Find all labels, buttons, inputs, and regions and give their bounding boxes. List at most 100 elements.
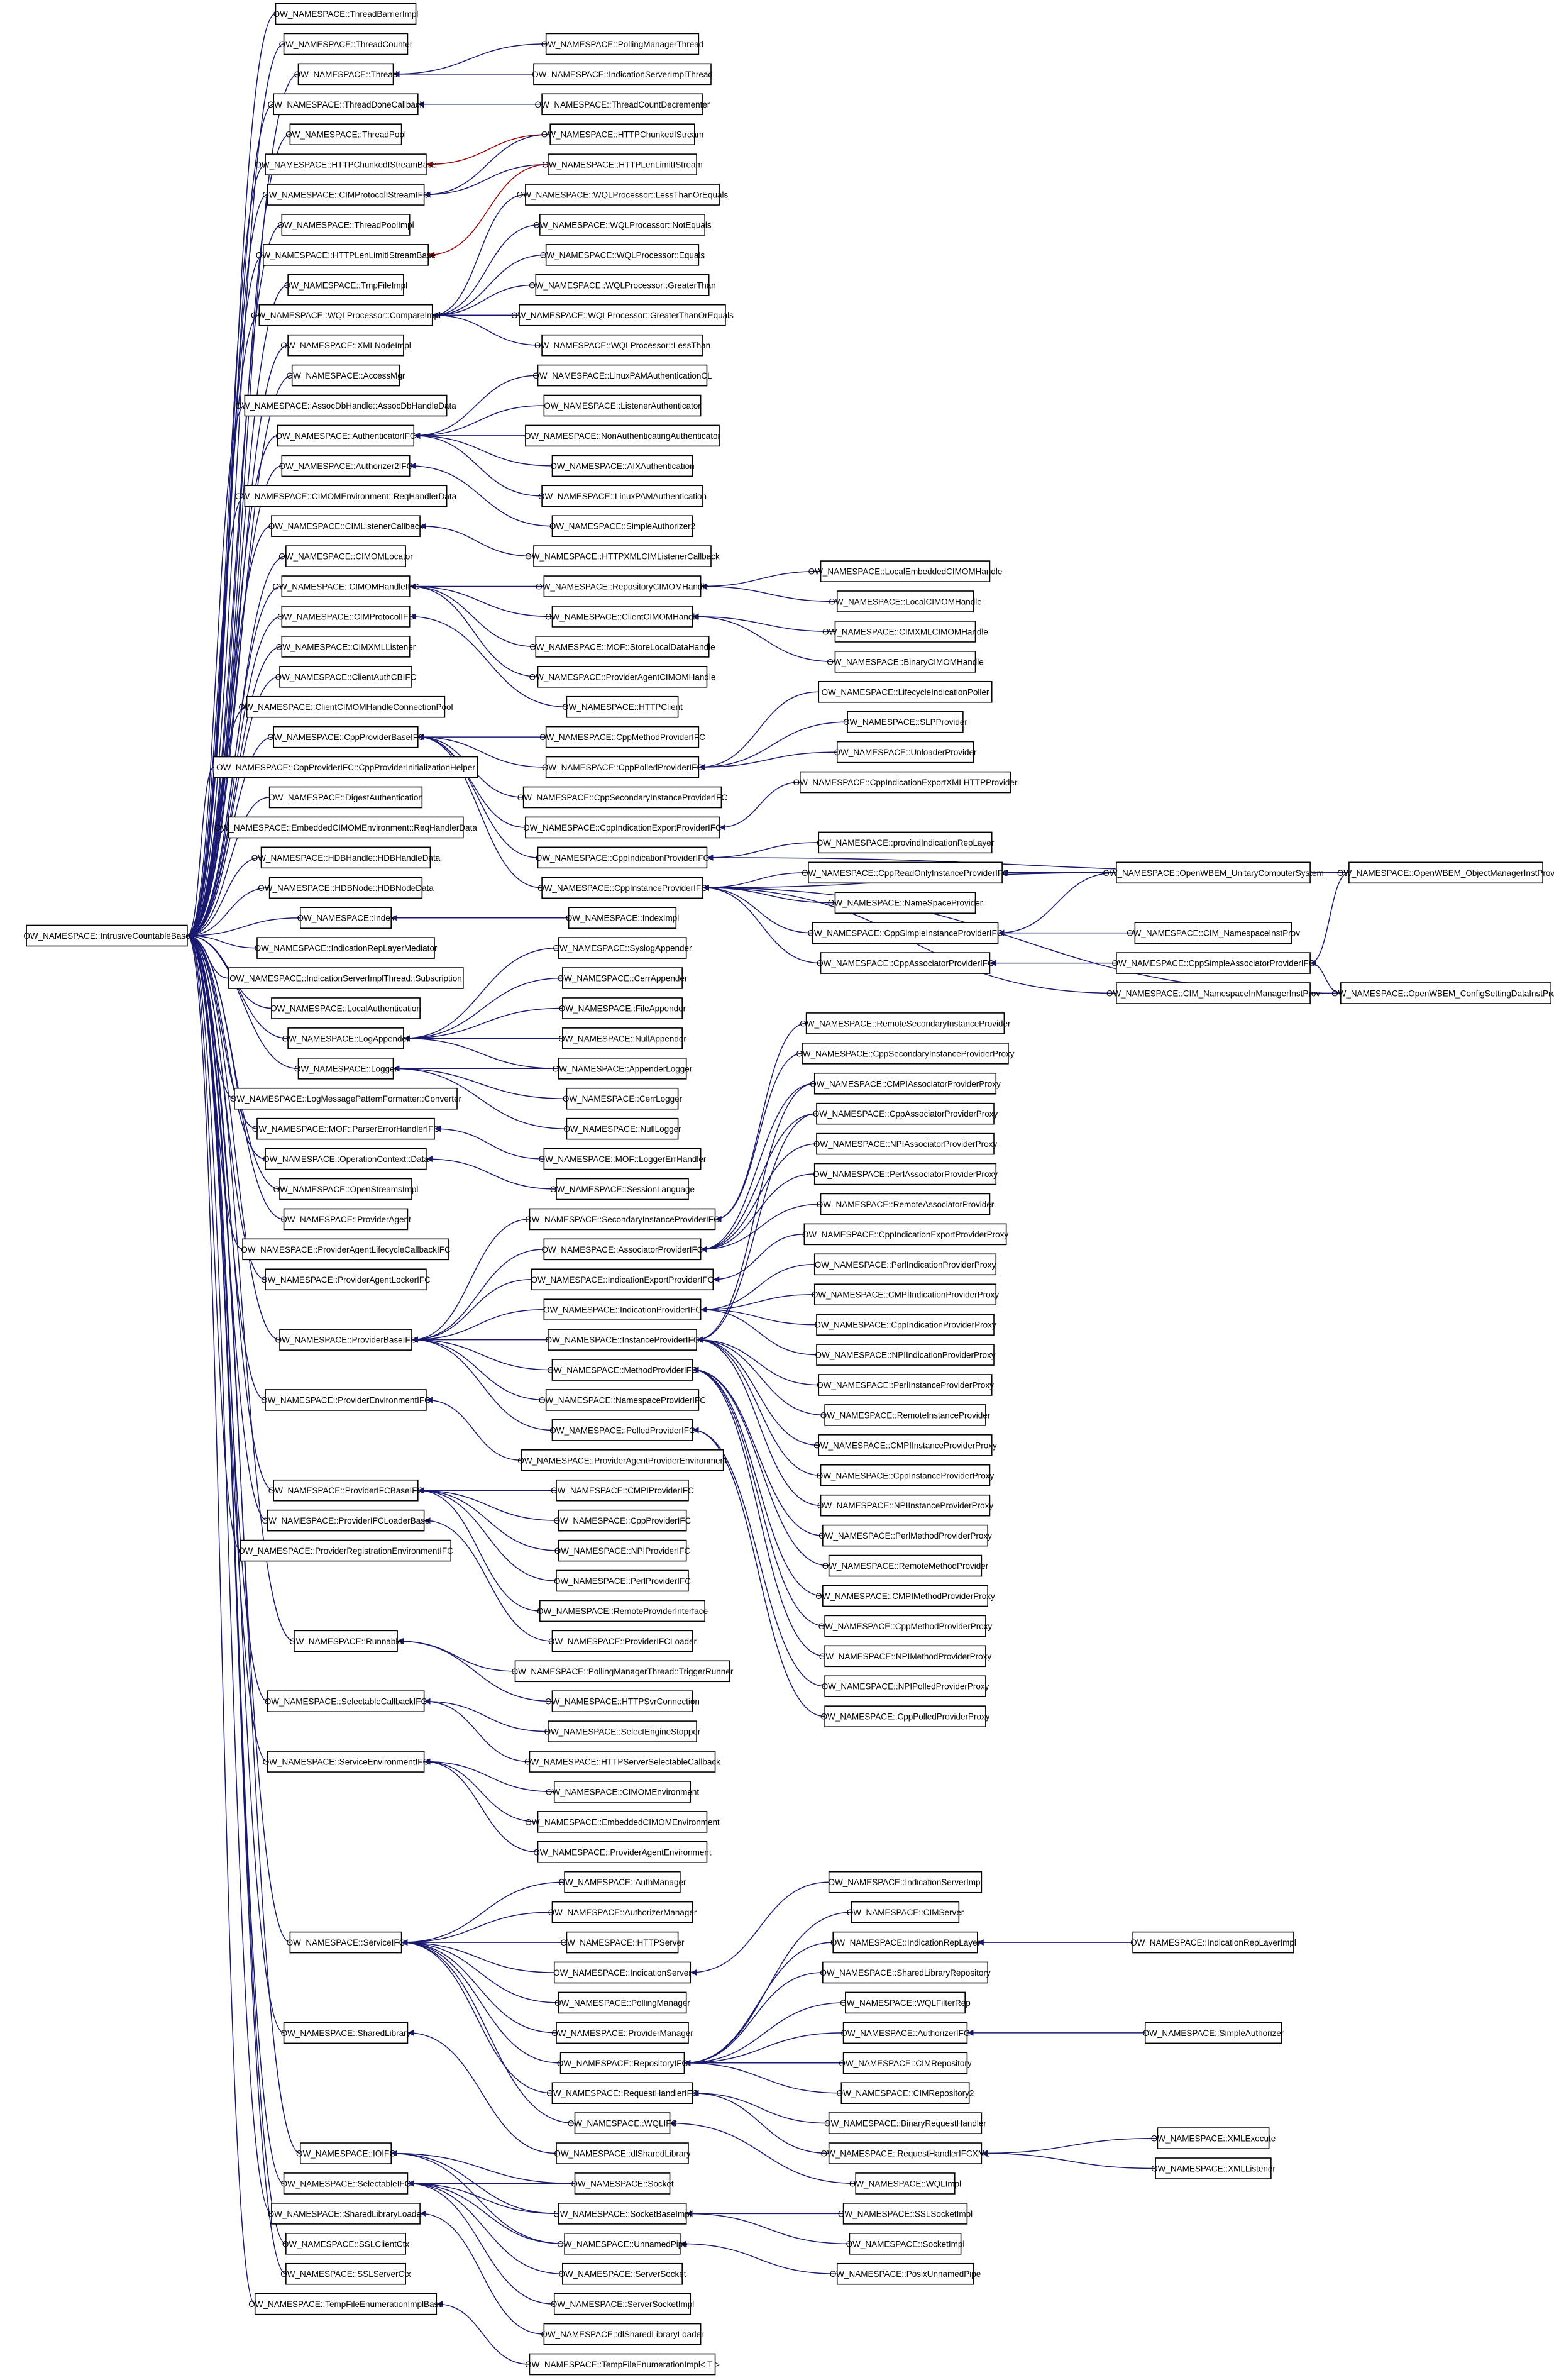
class-node[interactable]: OW_NAMESPACE::WQLProcessor::LessThan [534,334,710,357]
class-node[interactable]: OW_NAMESPACE::IndicationServerImplThread [532,63,713,86]
class-node[interactable]: OW_NAMESPACE::CppMethodProviderIFC [539,726,705,748]
class-node[interactable]: OW_NAMESPACE::FileAppender [559,997,686,1019]
class-node[interactable]: OW_NAMESPACE::PerlInstanceProviderProxy [817,1374,994,1396]
class-node[interactable]: OW_NAMESPACE::LocalCIMOMHandle [829,590,982,612]
class-node[interactable]: OW_NAMESPACE::OperationContext::Data [263,1148,429,1170]
class-node[interactable]: OW_NAMESPACE::ProviderBaseIFC [275,1329,417,1351]
class-node[interactable]: OW_NAMESPACE::CppAssociatorProviderProxy [813,1102,998,1125]
class-node[interactable]: OW_NAMESPACE::SharedLibraryLoader [268,2203,424,2225]
class-node[interactable]: OW_NAMESPACE::AuthorizerManager [548,1901,697,1923]
class-node[interactable]: OW_NAMESPACE::RequestHandlerIFC [546,2082,698,2104]
class-node[interactable]: OW_NAMESPACE::AuthManager [558,1871,686,1893]
class-node[interactable]: OW_NAMESPACE::SelectEngineStopper [544,1720,701,1742]
class-node[interactable]: OW_NAMESPACE::CMPIIndicationProviderProx… [812,1283,1000,1306]
class-node[interactable]: OW_NAMESPACE::CIMProtocolIStreamIFC [262,184,429,206]
class-node[interactable]: OW_NAMESPACE::ProviderManager [551,2022,693,2044]
class-node[interactable]: OW_NAMESPACE::RemoteMethodProvider [822,1554,989,1577]
class-node[interactable]: OW_NAMESPACE::ThreadPoolImpl [277,214,414,236]
class-node[interactable]: OW_NAMESPACE::PollingManagerThread::Trig… [512,1660,734,1683]
class-node[interactable]: OW_NAMESPACE::WQLProcessor::GreaterThanO… [511,304,734,326]
class-node[interactable]: OW_NAMESPACE::RemoteProviderInterface [537,1600,708,1622]
class-node[interactable]: OW_NAMESPACE::EmbeddedCIMOMEnvironment::… [214,816,477,839]
class-node[interactable]: OW_NAMESPACE::SSLServerCtx [280,2262,411,2285]
class-node[interactable]: OW_NAMESPACE::AssocDbHandle::AssocDbHand… [235,394,456,417]
class-node[interactable]: OW_NAMESPACE::LinuxPAMAuthentication [538,485,707,507]
class-node[interactable]: OW_NAMESPACE::CIM_NamespaceInstProv [1127,922,1300,944]
class-node[interactable]: OW_NAMESPACE::SelectableIFC [281,2172,411,2195]
class-node[interactable]: OW_NAMESPACE::ServiceEnvironmentIFC [263,1751,429,1773]
class-node[interactable]: OW_NAMESPACE::Authorizer2IFC [279,455,413,477]
class-node[interactable]: OW_NAMESPACE::ProviderAgentEnvironment [533,1841,712,1863]
class-node[interactable]: OW_NAMESPACE::CppIndicationExportProvide… [802,1223,1009,1246]
class-node[interactable]: OW_NAMESPACE::ProviderAgentCIMOMHandle [529,666,716,688]
class-node[interactable]: OW_NAMESPACE::SocketImpl [846,2233,965,2255]
class-node[interactable]: OW_NAMESPACE::PerlIndicationProviderProx… [813,1253,997,1276]
class-node[interactable]: OW_NAMESPACE::ProviderIFCLoaderBase [262,1509,430,1532]
class-node[interactable]: OW_NAMESPACE::AssociatorProviderIFC [541,1238,703,1261]
class-node[interactable]: OW_NAMESPACE::UnloaderProvider [834,741,977,763]
class-node[interactable]: OW_NAMESPACE::ProviderAgentLifecycleCall… [241,1238,451,1261]
class-node[interactable]: OW_NAMESPACE::CIMXMLCIMOMHandle [822,621,988,643]
class-node[interactable]: OW_NAMESPACE::WQLProcessor::Equals [540,244,705,266]
class-node[interactable]: OW_NAMESPACE::OpenWBEM_ObjectManagerInst… [1337,861,1554,884]
class-node[interactable]: OW_NAMESPACE::CppMethodProviderProxy [818,1615,993,1637]
class-node[interactable]: OW_NAMESPACE::NullLogger [563,1117,681,1140]
class-node[interactable]: OW_NAMESPACE::OpenStreamsImpl [273,1178,419,1200]
class-node[interactable]: OW_NAMESPACE::MethodProviderIFC [547,1359,698,1381]
class-node[interactable]: OW_NAMESPACE::HTTPServer [560,1931,685,1954]
class-node[interactable]: OW_NAMESPACE::CppInstanceProviderProxy [817,1464,995,1486]
class-node[interactable]: OW_NAMESPACE::NameSpaceProvider [828,892,983,914]
class-node[interactable]: OW_NAMESPACE::SessionLanguage [550,1178,695,1200]
class-node[interactable]: OW_NAMESPACE::NPIProviderIFC [554,1539,691,1562]
class-node[interactable]: OW_NAMESPACE::CppPolledProviderIFC [542,756,703,778]
class-node[interactable]: OW_NAMESPACE::RemoteInstanceProvider [820,1404,991,1426]
class-node[interactable]: OW_NAMESPACE::PerlAssociatorProviderProx… [813,1163,998,1185]
class-node[interactable]: OW_NAMESPACE::NPIMethodProviderProxy [819,1645,992,1668]
class-node[interactable]: OW_NAMESPACE::CIMOMLocator [278,545,413,567]
class-node[interactable]: OW_NAMESPACE::HTTPLenLimitIStream [542,153,703,175]
class-node[interactable]: OW_NAMESPACE::EmbeddedCIMOMEnvironment [525,1811,720,1833]
class-node[interactable]: OW_NAMESPACE::DigestAuthentication [268,786,423,809]
class-node[interactable]: OW_NAMESPACE::RepositoryCIMOMHandle [536,575,709,597]
class-node[interactable]: OW_NAMESPACE::CIM_NamespaceInManagerInst… [1106,982,1321,1004]
class-node[interactable]: OW_NAMESPACE::CppSecondaryInstanceProvid… [517,786,728,809]
class-node[interactable]: OW_NAMESPACE::CppPolledProviderProxy [820,1705,990,1727]
class-node[interactable]: OW_NAMESPACE::CppInstanceProviderIFC [537,877,707,899]
class-node[interactable]: OW_NAMESPACE::XMLExecute [1151,2127,1276,2149]
class-node[interactable]: OW_NAMESPACE::HTTPSvrConnection [545,1690,700,1712]
class-node[interactable]: OW_NAMESPACE::Socket [571,2172,674,2195]
class-node[interactable]: OW_NAMESPACE::TempFileEnumerationImplBas… [248,2293,443,2315]
class-node[interactable]: OW_NAMESPACE::IntrusiveCountableBase [23,924,190,947]
class-node[interactable]: OW_NAMESPACE::NPIPolledProviderProxy [822,1675,989,1698]
class-node[interactable]: OW_NAMESPACE::ServerSocketImpl [551,2293,695,2315]
class-node[interactable]: OW_NAMESPACE::OpenWBEM_ConfigSettingData… [1331,982,1554,1004]
class-node[interactable]: OW_NAMESPACE::IndicationExportProviderIF… [531,1268,714,1291]
class-node[interactable]: OW_NAMESPACE::CIMXMLListener [276,636,416,658]
class-node[interactable]: OW_NAMESPACE::IndicationServerImplThread… [228,967,464,989]
class-node[interactable]: OW_NAMESPACE::TempFileEnumerationImpl< T… [525,2353,720,2376]
class-node[interactable]: OW_NAMESPACE::LocalAuthentication [270,997,421,1019]
class-node[interactable]: OW_NAMESPACE::CppIndicationProviderProxy [814,1314,996,1336]
class-node[interactable]: OW_NAMESPACE::WQLProcessor::LessThanOrEq… [517,184,729,206]
class-node[interactable]: OW_NAMESPACE::CppProviderIFC [554,1509,692,1532]
class-node[interactable]: OW_NAMESPACE::HTTPClient [562,695,683,718]
class-node[interactable]: OW_NAMESPACE::UnnamedPipe [557,2233,688,2255]
class-node[interactable]: OW_NAMESPACE::WQLImpl [849,2172,961,2195]
class-node[interactable]: OW_NAMESPACE::AppenderLogger [553,1058,693,1080]
class-node[interactable]: OW_NAMESPACE::HDBNode::HDBNodeData [258,877,434,899]
class-node[interactable]: OW_NAMESPACE::dlSharedLibrary [554,2142,691,2164]
class-node[interactable]: OW_NAMESPACE::ServiceIFC [287,1931,405,1954]
class-node[interactable]: OW_NAMESPACE::SSLSocketImpl [838,2203,973,2225]
class-node[interactable]: OW_NAMESPACE::NonAuthenticatingAuthentic… [524,424,720,447]
class-node[interactable]: OW_NAMESPACE::HTTPChunkedIStream [541,123,704,145]
class-node[interactable]: OW_NAMESPACE::IndicationServer [553,1961,692,1984]
class-node[interactable]: OW_NAMESPACE::ServerSocket [558,2262,686,2285]
class-node[interactable]: OW_NAMESPACE::PolledProviderIFC [549,1419,695,1441]
class-node[interactable]: OW_NAMESPACE::SyslogAppender [553,937,692,959]
class-node[interactable]: OW_NAMESPACE::TmpFileImpl [284,274,407,296]
class-node[interactable]: OW_NAMESPACE::CppIndicationExportProvide… [523,816,722,839]
class-node[interactable]: OW_NAMESPACE::LifecycleIndicationPoller [818,680,993,703]
class-node[interactable]: OW_NAMESPACE::AuthenticatorIFC [275,424,416,447]
class-node[interactable]: OW_NAMESPACE::Index [297,907,395,929]
class-node[interactable]: OW_NAMESPACE::ThreadCounter [279,33,413,55]
